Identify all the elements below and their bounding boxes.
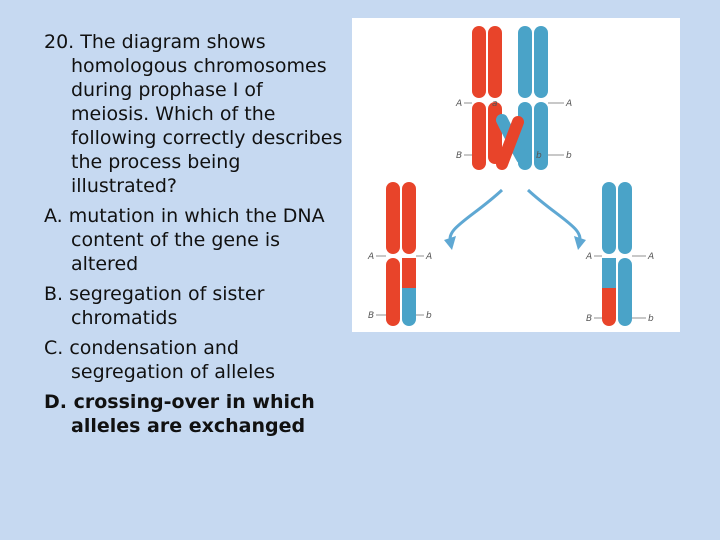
left-chromosome (386, 182, 416, 326)
label-top-left-lower: B (456, 151, 462, 161)
arrow-left-head (444, 236, 456, 250)
chromosome-diagram: A a A B b b (352, 18, 680, 332)
label-left-upper-right: A (425, 252, 432, 262)
right-chromosome (602, 182, 632, 326)
label-right-lower: B (586, 314, 592, 324)
crossover-red (496, 116, 524, 170)
option-b: B. segregation of sister chromatids (44, 283, 265, 329)
label-top-right-upper: A (565, 99, 572, 109)
label-top-left-upper: A (455, 99, 462, 109)
question-stem: 20. The diagram shows homologous chromos… (44, 31, 343, 197)
arrow-left (448, 188, 504, 245)
top-red-chromosome (472, 26, 502, 170)
label-top-b: b (536, 151, 542, 161)
chromosome-diagram-svg: A a A B b b (367, 26, 654, 326)
label-left-lower-right: b (426, 311, 432, 321)
question-text: 20. The diagram shows homologous chromos… (44, 30, 344, 444)
label-right-upper: A (585, 252, 592, 262)
arrow-right-head (574, 236, 586, 250)
label-right-lower-right: b (648, 314, 654, 324)
label-top-a: a (492, 99, 498, 109)
arrow-right (526, 188, 582, 245)
label-right-upper-right: A (647, 252, 654, 262)
label-top-right-lower: b (566, 151, 572, 161)
label-left-upper: A (367, 252, 374, 262)
label-left-lower: B (368, 311, 374, 321)
option-c: C. condensation and segregation of allel… (44, 337, 275, 383)
option-a: A. mutation in which the DNA content of … (44, 205, 325, 275)
option-d: D. crossing-over in which alleles are ex… (44, 391, 315, 437)
